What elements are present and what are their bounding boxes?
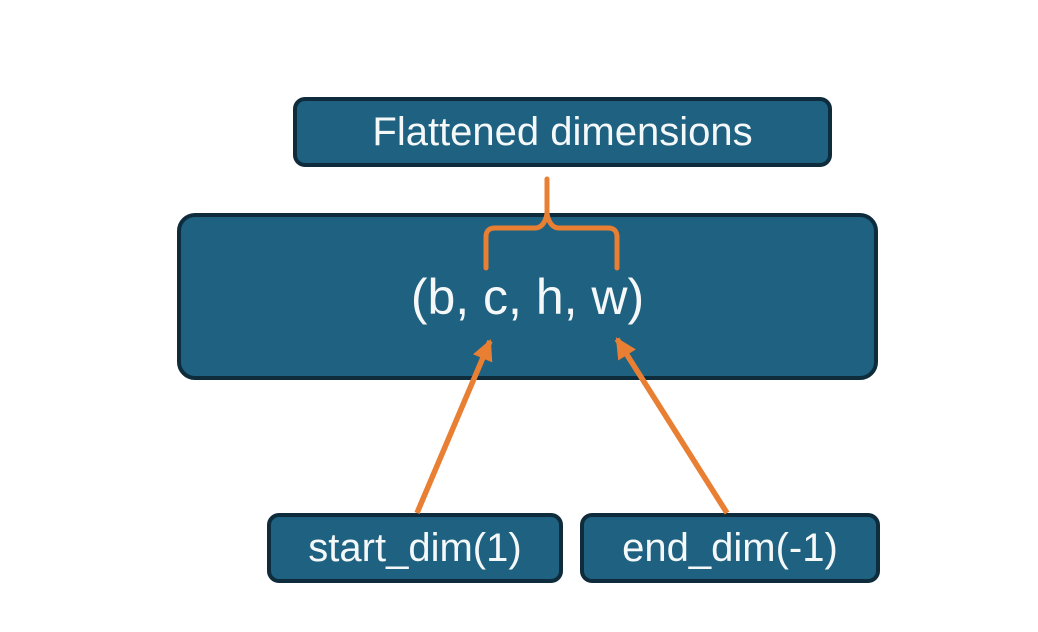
end-dim-box: end_dim(-1)	[580, 513, 880, 583]
start-dim-box: start_dim(1)	[267, 513, 563, 583]
end-dim-label: end_dim(-1)	[622, 525, 838, 570]
flattened-dimensions-label: Flattened dimensions	[372, 109, 753, 154]
start-dim-label: start_dim(1)	[308, 525, 522, 570]
flattened-dimensions-box: Flattened dimensions	[293, 97, 832, 167]
tensor-shape-label: (b, c, h, w)	[410, 268, 645, 325]
tensor-shape-box: (b, c, h, w)	[177, 213, 878, 380]
